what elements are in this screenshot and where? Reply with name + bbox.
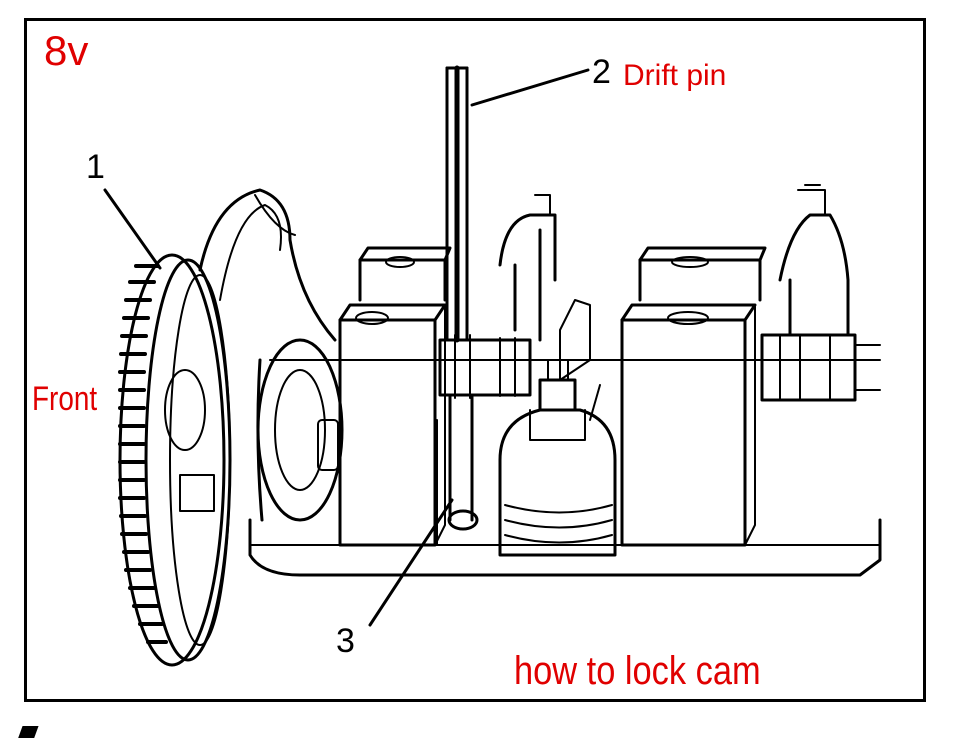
- rocker-finger: [559, 299, 591, 381]
- callout-leaders: [103, 68, 590, 627]
- callout-number-2: 2: [592, 53, 611, 91]
- camshaft-sprocket: [118, 253, 232, 667]
- black-bullet-mark-icon: [17, 726, 39, 738]
- cam-end-housing: [256, 338, 344, 522]
- valve-spring: [498, 359, 617, 557]
- locating-hole: [447, 509, 479, 531]
- callout-number-1: 1: [86, 148, 105, 186]
- bearing-cap-middle: [620, 303, 757, 547]
- caption-label: how to lock cam: [514, 649, 761, 693]
- engine-tag-label: 8v: [44, 27, 89, 74]
- bearing-cap-rear-right: [638, 246, 767, 302]
- bearing-cap-rear-left: [358, 246, 452, 302]
- cropped-caption-strip: [0, 712, 972, 738]
- drift-pin: [436, 65, 474, 546]
- cylinder-head-base: [248, 518, 882, 577]
- drift-pin-label: Drift pin: [623, 59, 727, 92]
- diagram-frame: [24, 18, 926, 702]
- rocker-arm-left: [498, 213, 557, 342]
- timing-belt: [198, 188, 337, 342]
- front-direction-label: Front: [32, 380, 98, 418]
- callout-number-3: 3: [336, 622, 355, 660]
- rocker-arm-right: [778, 213, 850, 337]
- bearing-cap-front: [338, 303, 447, 547]
- cam-lobes: [438, 333, 881, 402]
